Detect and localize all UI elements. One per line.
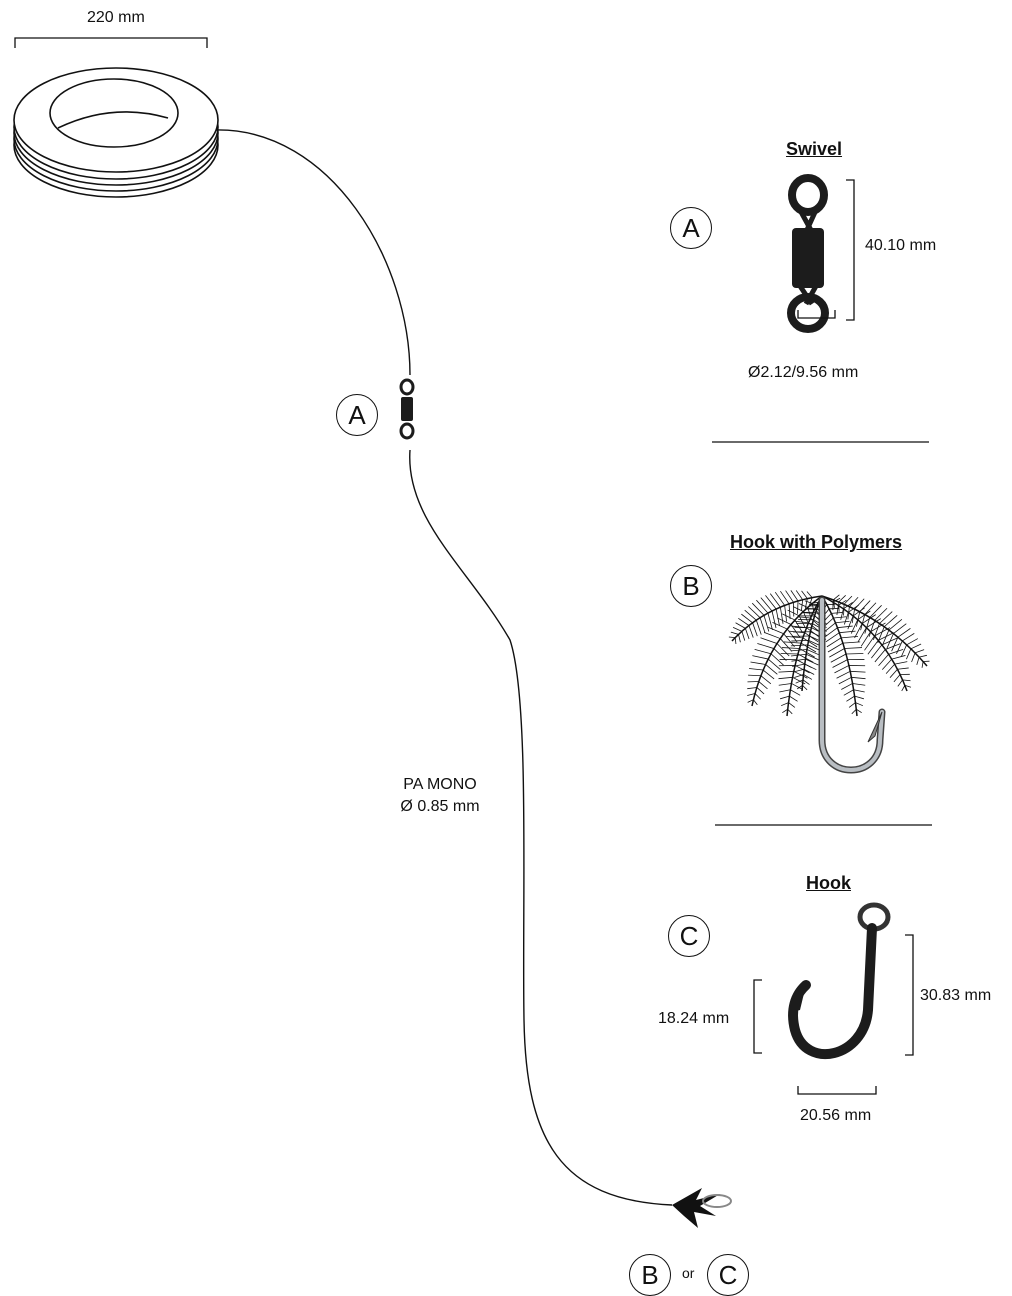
hook-length-bracket	[905, 935, 913, 1055]
hook-polymers-title: Hook with Polymers	[730, 532, 902, 553]
spool-icon	[14, 68, 218, 197]
hook-width-label: 20.56 mm	[800, 1106, 871, 1125]
marker-a-line: A	[336, 394, 378, 436]
swivel-diameter-bracket	[798, 310, 835, 318]
end-lure-icon	[672, 1188, 731, 1228]
hook-polymers-icon	[729, 590, 930, 770]
swivel-diameter-label: Ø2.12/9.56 mm	[748, 363, 858, 382]
hook-icon	[792, 905, 888, 1054]
marker-c: C	[668, 915, 710, 957]
hook-title: Hook	[806, 873, 851, 894]
hook-width-bracket	[798, 1086, 876, 1094]
marker-b-end: B	[629, 1254, 671, 1296]
or-label: or	[682, 1265, 694, 1282]
spool-width-bracket	[15, 38, 207, 48]
swivel-length-bracket	[846, 180, 854, 320]
hook-gap-bracket	[754, 980, 762, 1053]
marker-c-end: C	[707, 1254, 749, 1296]
hook-gap-label: 18.24 mm	[658, 1009, 729, 1028]
marker-a: A	[670, 207, 712, 249]
hook-length-label: 30.83 mm	[920, 986, 991, 1005]
swivel-length-label: 40.10 mm	[865, 236, 936, 255]
line-swivel-icon	[401, 380, 413, 438]
line-diameter-label: Ø 0.85 mm	[380, 797, 500, 816]
swivel-icon	[791, 178, 825, 329]
spool-width-label: 220 mm	[87, 8, 145, 27]
mono-line	[216, 130, 672, 1205]
line-material-label: PA MONO	[380, 775, 500, 794]
swivel-title: Swivel	[786, 139, 842, 160]
marker-b: B	[670, 565, 712, 607]
